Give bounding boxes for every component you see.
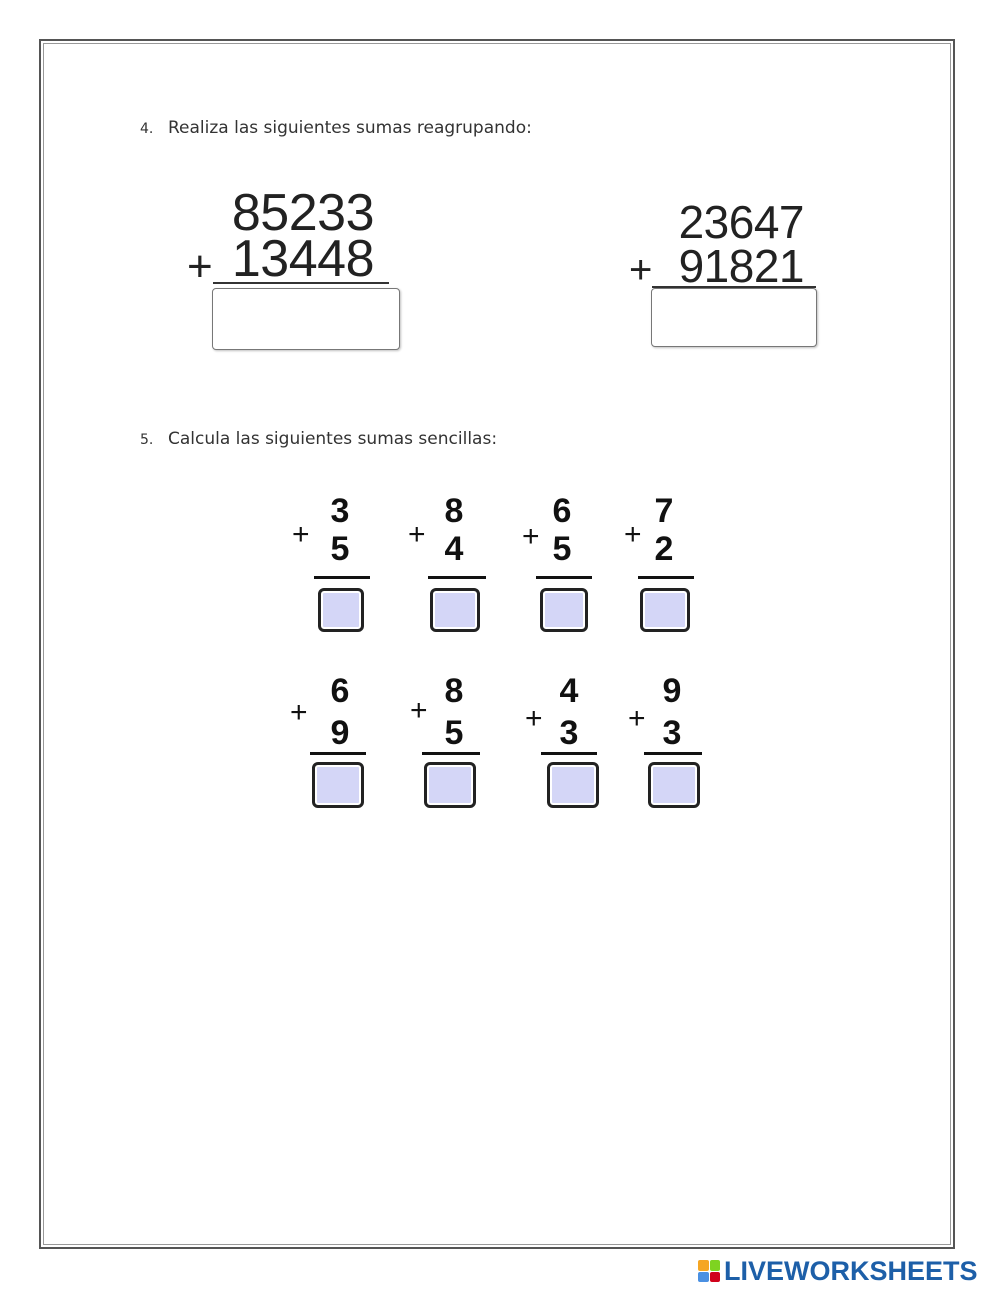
simple-sum-bottom: 3 xyxy=(662,714,682,752)
simple-sum-top: 8 xyxy=(444,492,464,530)
sum-line xyxy=(314,576,370,579)
plus-sign: + xyxy=(410,694,428,727)
regroup-sum-top: 85233 xyxy=(231,184,375,242)
simple-sum-bottom: 5 xyxy=(444,714,464,752)
simple-sum-top: 6 xyxy=(330,672,350,710)
answer-input[interactable] xyxy=(312,762,364,808)
answer-input[interactable] xyxy=(430,588,480,632)
regroup-sum-bottom: 13448 xyxy=(231,230,375,288)
plus-sign: + xyxy=(629,248,653,292)
simple-sum-top: 7 xyxy=(654,492,674,530)
answer-input[interactable] xyxy=(648,762,700,808)
regroup-sum-top: 23647 xyxy=(678,196,805,248)
simple-sum-4: + 7 2 xyxy=(624,492,694,632)
simple-sum-top: 3 xyxy=(330,492,350,530)
section-4-text: Realiza las siguientes sumas reagrupando… xyxy=(168,118,532,138)
regroup-sum-1: 85233 + 13448 xyxy=(185,185,400,355)
simple-sum-8: + 9 3 xyxy=(628,672,702,812)
simple-sum-top: 8 xyxy=(444,672,464,710)
sum-line xyxy=(213,282,389,284)
simple-sum-6: + 8 5 xyxy=(410,672,480,812)
simple-sum-bottom: 5 xyxy=(552,530,572,568)
plus-sign: + xyxy=(628,702,646,735)
answer-input[interactable] xyxy=(424,762,476,808)
plus-sign: + xyxy=(292,518,310,551)
section-4-number: 4. xyxy=(140,121,154,137)
answer-input[interactable] xyxy=(540,588,588,632)
regroup-sum-2: 23647 + 91821 xyxy=(628,195,818,350)
simple-sum-3: + 6 5 xyxy=(522,492,592,632)
simple-sum-bottom: 9 xyxy=(330,714,350,752)
simple-sum-2: + 8 4 xyxy=(408,492,486,632)
answer-input[interactable] xyxy=(651,288,817,347)
simple-sum-bottom: 4 xyxy=(444,530,464,568)
section-5-number: 5. xyxy=(140,432,154,448)
plus-sign: + xyxy=(624,518,642,551)
simple-sum-5: + 6 9 xyxy=(290,672,366,812)
answer-input[interactable] xyxy=(318,588,364,632)
simple-sum-1: + 3 5 xyxy=(292,492,370,632)
answer-input[interactable] xyxy=(640,588,690,632)
page-border xyxy=(39,39,955,1249)
simple-sum-bottom: 3 xyxy=(559,714,579,752)
plus-sign: + xyxy=(290,696,308,729)
sum-line xyxy=(638,576,694,579)
simple-sum-bottom: 2 xyxy=(654,530,674,568)
sum-line xyxy=(422,752,480,755)
brand-wordmark: LIVEWORKSHEETS xyxy=(724,1255,978,1286)
liveworksheets-brand: LIVEWORKSHEETS xyxy=(698,1255,978,1286)
sum-line xyxy=(428,576,486,579)
simple-sum-top: 6 xyxy=(552,492,572,530)
section-4-instruction: 4. Realiza las siguientes sumas reagrupan… xyxy=(140,118,532,138)
plus-sign: + xyxy=(525,702,543,735)
plus-sign: + xyxy=(187,242,213,291)
sum-line xyxy=(541,752,597,755)
sum-line xyxy=(644,752,702,755)
liveworksheets-logo-icon xyxy=(698,1260,720,1282)
simple-sum-top: 4 xyxy=(559,672,579,710)
simple-sum-7: + 4 3 xyxy=(525,672,599,812)
section-5-instruction: 5. Calcula las siguientes sumas sencillas… xyxy=(140,429,497,449)
simple-sum-top: 9 xyxy=(662,672,682,710)
sum-line xyxy=(310,752,366,755)
simple-sum-bottom: 5 xyxy=(330,530,350,568)
answer-input[interactable] xyxy=(547,762,599,808)
plus-sign: + xyxy=(408,518,426,551)
regroup-sum-bottom: 91821 xyxy=(678,240,805,292)
answer-input[interactable] xyxy=(212,288,400,350)
sum-line xyxy=(536,576,592,579)
plus-sign: + xyxy=(522,520,540,553)
section-5-text: Calcula las siguientes sumas sencillas: xyxy=(168,429,498,449)
sum-line xyxy=(652,286,816,288)
